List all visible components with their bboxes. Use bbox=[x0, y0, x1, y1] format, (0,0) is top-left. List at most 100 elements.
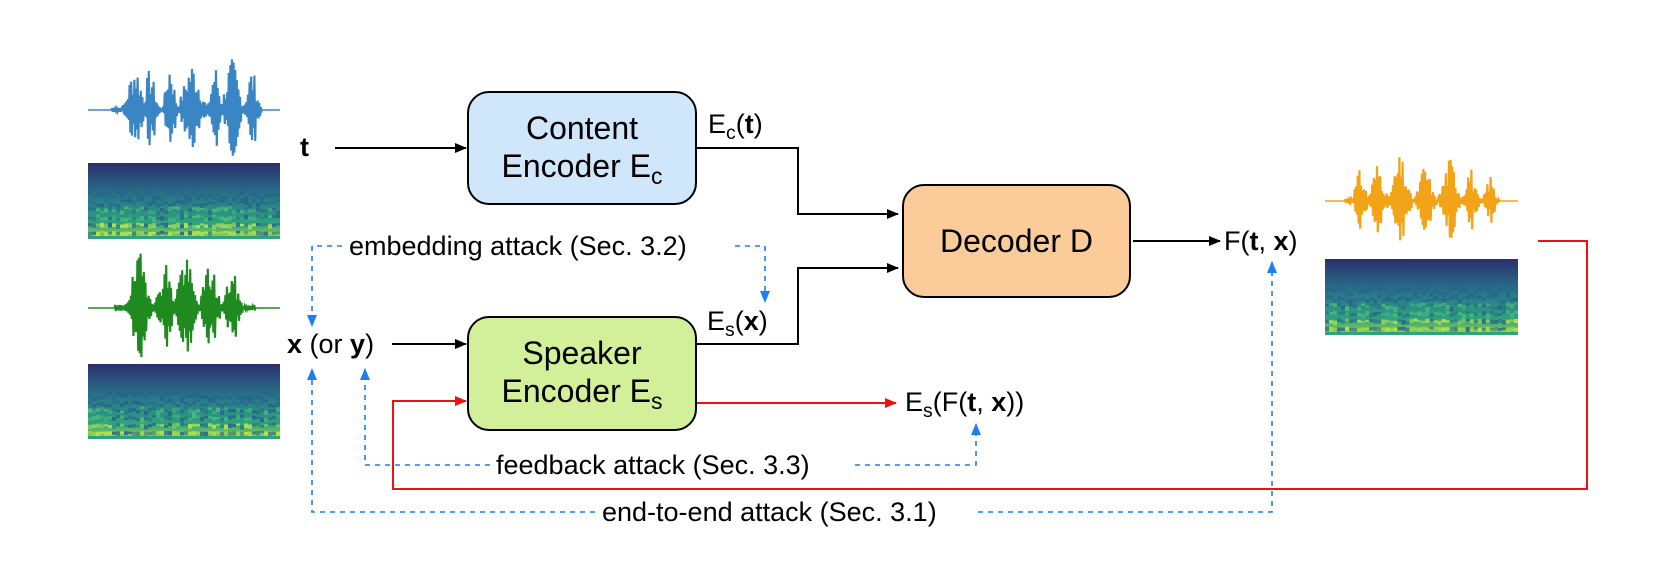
spectrogram-cell bbox=[152, 406, 156, 410]
spectrogram-cell bbox=[188, 231, 192, 236]
spectrogram-cell bbox=[1493, 327, 1498, 332]
spectrogram-cell bbox=[136, 417, 140, 421]
spectrogram-cell bbox=[1373, 326, 1378, 331]
spectrogram-cell bbox=[236, 431, 240, 436]
spectrogram-cell bbox=[164, 408, 168, 413]
spectrogram-cell bbox=[216, 423, 220, 426]
spectrogram-cell bbox=[1349, 319, 1354, 323]
spectrogram-cell bbox=[152, 223, 156, 229]
spectrogram-cell bbox=[136, 410, 140, 414]
spectrogram-cell bbox=[192, 203, 196, 207]
spectrogram-cell bbox=[1333, 303, 1337, 308]
spectrogram-cell bbox=[96, 223, 100, 227]
spectrogram-cell bbox=[1337, 312, 1342, 315]
spectrogram-cell bbox=[108, 222, 112, 228]
spectrogram-cell bbox=[132, 424, 136, 428]
spectrogram-cell bbox=[252, 410, 256, 414]
spectrogram-cell bbox=[1489, 289, 1494, 295]
content-embedding-label: Ec(t) bbox=[708, 109, 763, 145]
spectrogram-cell bbox=[252, 401, 256, 404]
spectrogram-cell bbox=[1449, 306, 1454, 312]
spectrogram-cell bbox=[240, 396, 244, 401]
spectrogram-cell bbox=[1409, 303, 1414, 307]
spectrogram-cell bbox=[1389, 327, 1394, 332]
spectrogram-cell bbox=[1417, 286, 1422, 290]
spectrogram-cell bbox=[276, 210, 280, 215]
spectrogram-cell bbox=[1401, 320, 1406, 325]
spectrogram-cell bbox=[1417, 311, 1422, 317]
spectrogram-cell bbox=[104, 416, 108, 422]
spectrogram-cell bbox=[116, 423, 120, 427]
spectrogram-cell bbox=[1353, 313, 1358, 317]
spectrogram-cell bbox=[1417, 327, 1422, 332]
spectrogram-cell bbox=[104, 424, 108, 427]
spectrogram-cell bbox=[232, 400, 236, 405]
spectrogram-cell bbox=[1413, 295, 1418, 299]
spectrogram-cell bbox=[112, 215, 116, 221]
spectrogram-cell bbox=[228, 202, 232, 205]
spectrogram-cell bbox=[256, 194, 260, 199]
spectrogram-cell bbox=[128, 407, 132, 413]
spectrogram-cell bbox=[252, 198, 256, 204]
spectrogram-cell bbox=[1481, 327, 1486, 331]
spectrogram-cell bbox=[204, 404, 208, 407]
spectrogram-cell bbox=[116, 204, 120, 208]
spectrogram-cell bbox=[268, 193, 272, 198]
spectrogram-cell bbox=[140, 406, 144, 409]
spectrogram-cell bbox=[1445, 327, 1450, 331]
spectrogram-cell bbox=[1489, 306, 1494, 310]
spectrogram-cell bbox=[240, 409, 244, 413]
spectrogram-cell bbox=[160, 408, 164, 413]
spectrogram-cell bbox=[216, 193, 220, 196]
spectrogram-cell bbox=[92, 223, 96, 228]
spectrogram-cell bbox=[1457, 299, 1462, 304]
spectrogram-cell bbox=[272, 207, 276, 211]
spectrogram-cell bbox=[140, 417, 144, 423]
spectrogram-cell bbox=[1413, 304, 1418, 307]
spectrogram-cell bbox=[228, 395, 232, 400]
spectrogram-cell bbox=[108, 191, 112, 195]
spectrogram-cell bbox=[1389, 305, 1394, 310]
spectrogram-cell bbox=[1353, 286, 1358, 289]
spectrogram-cell bbox=[124, 223, 128, 229]
spectrogram-cell bbox=[156, 403, 160, 407]
spectrogram-cell bbox=[124, 206, 128, 210]
spectrogram-cell bbox=[1433, 290, 1438, 294]
embedding-attack-label: embedding attack (Sec. 3.2) bbox=[343, 230, 693, 262]
spectrogram-cell bbox=[144, 231, 148, 235]
spectrogram-cell bbox=[1505, 319, 1510, 324]
spectrogram-cell bbox=[244, 418, 248, 421]
spectrogram-cell bbox=[264, 431, 268, 436]
spectrogram-cell bbox=[208, 231, 212, 237]
spectrogram-cell bbox=[96, 431, 100, 436]
spectrogram-cell bbox=[276, 424, 280, 427]
spectrogram-cell bbox=[1345, 299, 1350, 304]
spectrogram-cell bbox=[268, 224, 272, 229]
spectrogram-cell bbox=[124, 424, 128, 428]
spectrogram-cell bbox=[1457, 320, 1462, 325]
spectrogram-cell bbox=[140, 195, 144, 200]
spectrogram-cell bbox=[1477, 313, 1482, 316]
spectrogram-cell bbox=[144, 425, 148, 430]
spectrogram-cell bbox=[1325, 304, 1329, 307]
spectrogram-cell bbox=[1489, 319, 1494, 325]
spectrogram-cell bbox=[196, 207, 200, 212]
spectrogram-cell bbox=[172, 190, 176, 195]
spectrogram-cell bbox=[160, 208, 164, 212]
spectrogram-cell bbox=[1481, 304, 1486, 307]
spectrogram-cell bbox=[1401, 326, 1406, 331]
spectrogram-cell bbox=[148, 190, 152, 196]
spectrogram-cell bbox=[200, 395, 204, 399]
spectrogram-cell bbox=[180, 210, 184, 216]
spectrogram-cell bbox=[112, 195, 116, 199]
spectrogram-cell bbox=[156, 216, 160, 220]
spectrogram-cell bbox=[176, 415, 180, 418]
spectrogram-cell bbox=[1477, 303, 1482, 307]
spectrogram-cell bbox=[100, 423, 104, 429]
spectrogram-cell bbox=[1381, 319, 1386, 325]
spectrogram-cell bbox=[204, 395, 208, 399]
spectrogram-cell bbox=[152, 431, 156, 436]
spectrogram-cell bbox=[264, 209, 268, 214]
spectrogram-cell bbox=[260, 231, 264, 237]
spectrogram-cell bbox=[248, 431, 252, 436]
